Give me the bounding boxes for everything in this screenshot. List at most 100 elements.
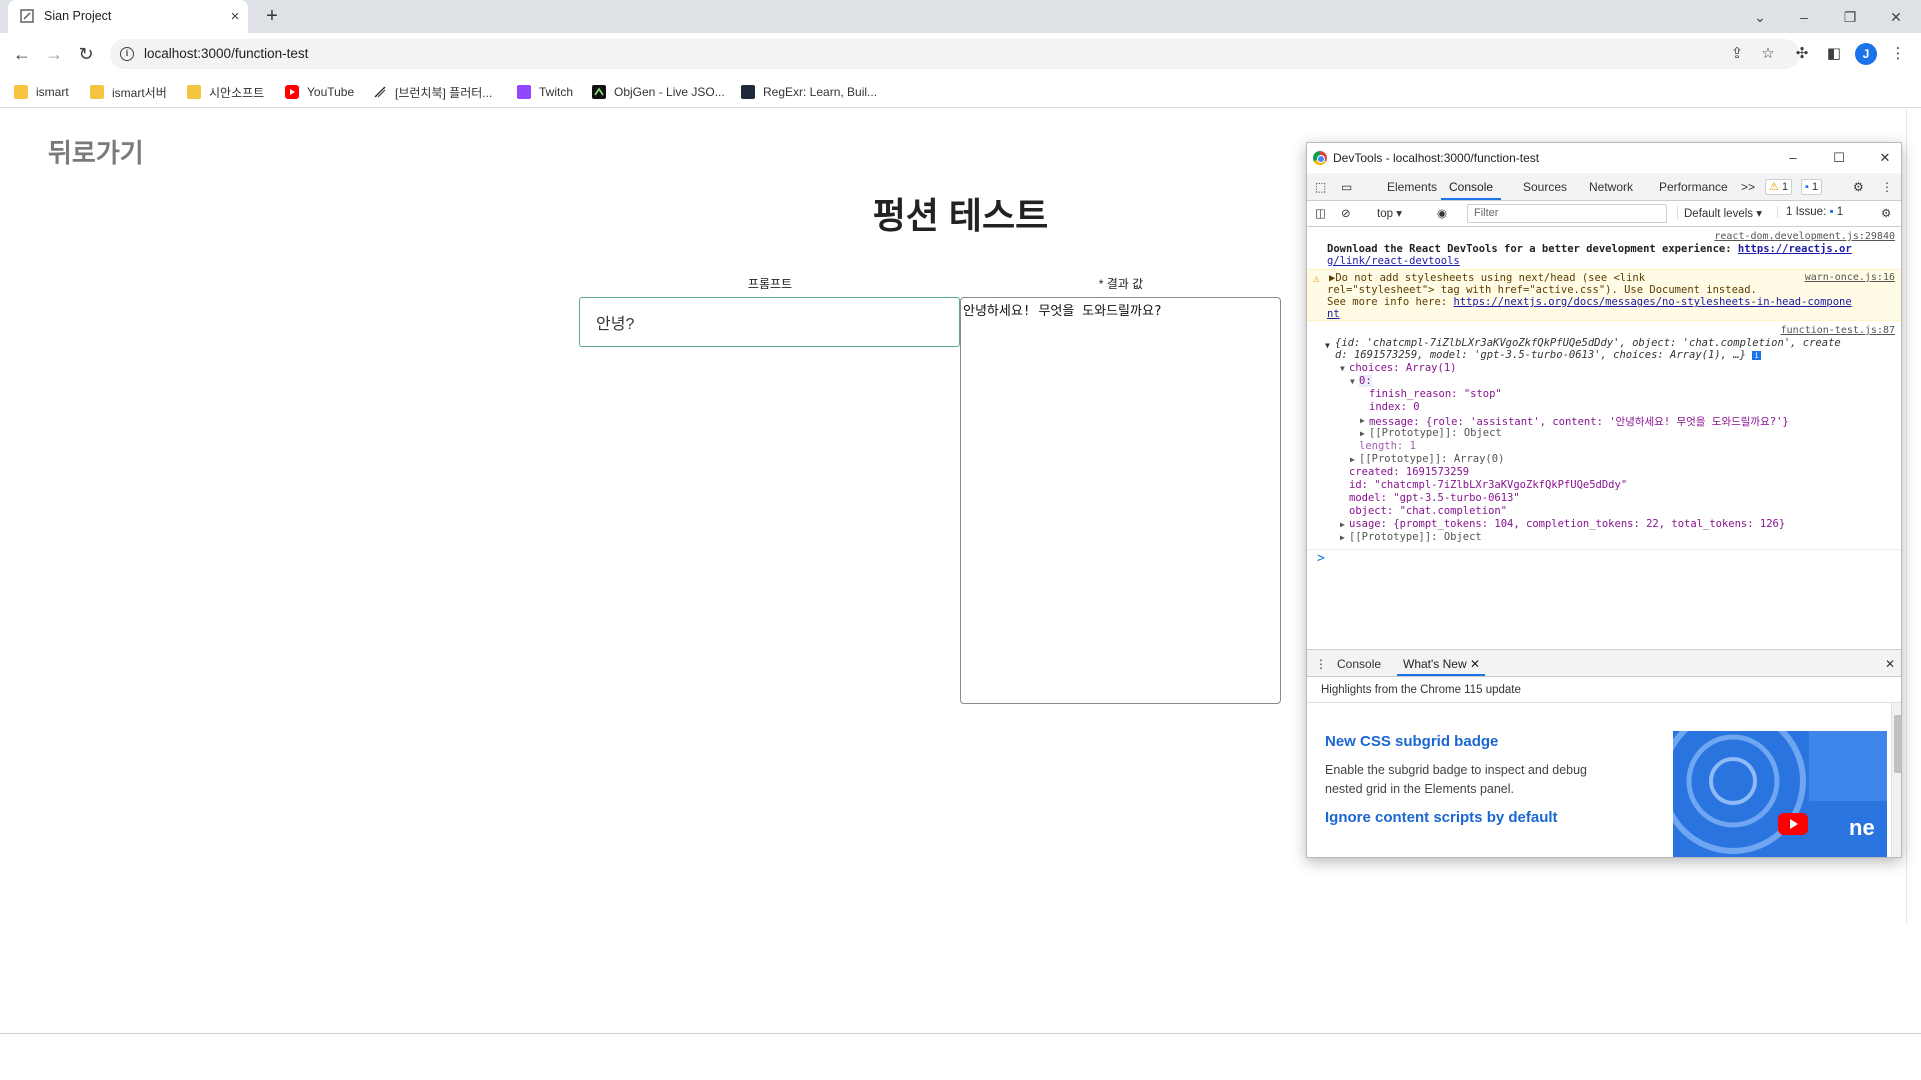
issues-button[interactable]: 1 Issue: ▪ 1 <box>1777 206 1843 218</box>
twitch-icon <box>517 85 531 99</box>
side-panel-icon[interactable]: ◧ <box>1826 45 1842 62</box>
console-link[interactable]: g/link/react-devtools <box>1327 255 1460 267</box>
tree-row[interactable]: ▶ message: {role: 'assistant', content: '… <box>1360 414 1901 429</box>
profile-avatar[interactable]: J <box>1855 43 1877 65</box>
context-select[interactable]: top ▾ <box>1377 208 1402 220</box>
extensions-icon[interactable]: ✣ <box>1795 45 1809 62</box>
youtube-play-icon[interactable] <box>1778 813 1808 835</box>
tab-sources[interactable]: Sources <box>1523 180 1568 194</box>
bookmark-youtube[interactable]: YouTube <box>285 83 354 101</box>
live-expression-eye-icon[interactable]: ◉ <box>1437 208 1448 220</box>
collapse-triangle-icon[interactable]: ▶ <box>1360 429 1365 438</box>
expand-triangle-icon[interactable]: ▼ <box>1325 341 1330 350</box>
console-divider <box>1307 549 1901 550</box>
new-tab-button[interactable]: + <box>266 5 278 27</box>
prompt-input[interactable]: 안녕? <box>579 297 960 347</box>
expand-triangle-icon[interactable]: ▼ <box>1340 364 1345 373</box>
browser-tab-active[interactable]: Sian Project × <box>8 0 248 33</box>
sidebar-toggle-icon[interactable]: ◫ <box>1315 208 1326 220</box>
bookmark-ismart[interactable]: ismart <box>14 83 69 101</box>
share-icon[interactable]: ⇪ <box>1730 45 1744 62</box>
console-line: g/link/react-devtools <box>1327 255 1901 267</box>
tree-row[interactable]: ▶[[Prototype]]: Object <box>1340 531 1901 543</box>
source-link[interactable]: function-test.js:87 <box>1780 325 1895 336</box>
expand-triangle-icon[interactable]: ▼ <box>1350 377 1355 386</box>
clear-console-icon[interactable]: ⊘ <box>1341 208 1351 220</box>
console-warning-row[interactable]: ⚠ warn-once.js:16 ▶Do not add stylesheet… <box>1307 269 1901 321</box>
tab-network[interactable]: Network <box>1589 180 1634 194</box>
devtools-window: DevTools - localhost:3000/function-test … <box>1306 142 1902 858</box>
warning-count-badge[interactable]: ⚠ 1 <box>1765 179 1793 195</box>
close-tab-icon[interactable]: ✕ <box>1469 657 1481 671</box>
tab-search-icon[interactable]: ⌄ <box>1754 9 1766 25</box>
console-settings-gear-icon[interactable]: ⚙ <box>1881 208 1892 220</box>
console-link[interactable]: nt <box>1327 308 1340 320</box>
inspect-element-icon[interactable]: ⬚ <box>1315 180 1327 194</box>
bookmark-ismart-server[interactable]: ismart서버 <box>90 83 167 101</box>
issue-icon: ▪ <box>1829 206 1834 218</box>
whats-new-item-title[interactable]: New CSS subgrid badge <box>1325 733 1499 750</box>
back-link[interactable]: 뒤로가기 <box>48 138 144 168</box>
minimize-icon[interactable]: – <box>1800 9 1808 25</box>
source-link[interactable]: warn-once.js:16 <box>1804 272 1895 283</box>
console-link[interactable]: https://nextjs.org/docs/messages/no-styl… <box>1453 296 1852 308</box>
scrollbar-thumb[interactable] <box>1894 715 1901 773</box>
more-tabs-chevron-icon[interactable]: >> <box>1741 180 1756 194</box>
result-textarea[interactable]: 안녕하세요! 무엇을 도와드릴까요? <box>960 297 1281 704</box>
source-link[interactable]: react-dom.development.js:29840 <box>1714 231 1895 242</box>
console-prompt-input[interactable]: > <box>1317 551 1325 566</box>
tree-row[interactable]: ▶[[Prototype]]: Object <box>1360 427 1901 439</box>
tab-console[interactable]: Console <box>1449 180 1494 194</box>
forward-arrow-icon[interactable]: → <box>45 44 63 64</box>
bookmark-regexr[interactable]: RegExr: Learn, Buil... <box>741 83 877 101</box>
bookmark-brunch[interactable]: [브런치북] 플러터... <box>373 83 492 101</box>
bookmark-objgen[interactable]: ObjGen - Live JSO... <box>592 83 725 101</box>
drawer-tab-console[interactable]: Console <box>1337 657 1382 671</box>
tab-title: Sian Project <box>44 9 112 23</box>
site-info-icon[interactable]: i <box>120 47 134 61</box>
message-count: 1 <box>1811 181 1819 193</box>
address-bar[interactable]: i localhost:3000/function-test ⇪ ☆ <box>110 39 1800 69</box>
restore-icon[interactable]: ❐ <box>1843 9 1857 25</box>
tree-row[interactable]: ▶usage: {prompt_tokens: 104, completion_… <box>1340 518 1901 530</box>
tree-row[interactable]: ▼choices: Array(1) <box>1340 362 1901 374</box>
message-count-badge[interactable]: ▪ 1 <box>1801 179 1823 195</box>
folder-icon <box>187 85 201 99</box>
tree-row[interactable]: ▶[[Prototype]]: Array(0) <box>1350 453 1901 465</box>
bookmark-twitch[interactable]: Twitch <box>517 83 573 101</box>
back-arrow-icon[interactable]: ← <box>13 44 31 64</box>
devtools-menu-icon[interactable]: ⋮ <box>1881 180 1893 194</box>
whats-new-item-title[interactable]: Ignore content scripts by default <box>1325 809 1558 826</box>
bookmark-siansoft[interactable]: 시안소프트 <box>187 83 264 101</box>
window-close-icon[interactable]: ✕ <box>1890 9 1902 25</box>
tab-performance[interactable]: Performance <box>1659 180 1728 194</box>
devtools-titlebar[interactable]: DevTools - localhost:3000/function-test … <box>1307 143 1901 173</box>
collapse-triangle-icon[interactable]: ▶ <box>1350 455 1355 464</box>
drawer-menu-icon[interactable]: ⋮ <box>1315 657 1327 671</box>
devtools-maximize-icon[interactable]: ☐ <box>1833 150 1845 165</box>
reload-icon[interactable]: ↻ <box>78 44 94 64</box>
info-icon[interactable]: i <box>1752 351 1762 360</box>
tab-close-icon[interactable]: × <box>230 8 240 25</box>
tree-row[interactable]: ▼0: <box>1350 375 1901 387</box>
settings-gear-icon[interactable]: ⚙ <box>1853 180 1864 194</box>
drawer-tab-whats-new[interactable]: What's New ✕ <box>1403 657 1480 671</box>
menu-kebab-icon[interactable]: ⋮ <box>1890 45 1906 62</box>
whats-new-video-thumbnail[interactable]: ne <box>1673 731 1887 857</box>
console-link[interactable]: https://reactjs.or <box>1737 243 1852 255</box>
tab-elements[interactable]: Elements <box>1387 180 1438 194</box>
log-levels-select[interactable]: Default levels ▾ <box>1677 206 1762 220</box>
object-preview-line[interactable]: ▼{id: 'chatcmpl-7iZlbLXr3aKVgoZkfQkPfUQe… <box>1325 337 1901 350</box>
collapse-triangle-icon[interactable]: ▶ <box>1360 416 1365 425</box>
whats-new-scrollbar[interactable] <box>1891 703 1901 857</box>
page-scrollbar[interactable] <box>1906 109 1921 924</box>
bookmark-star-icon[interactable]: ☆ <box>1761 45 1775 62</box>
collapse-triangle-icon[interactable]: ▶ <box>1340 533 1345 542</box>
devtools-minimize-icon[interactable]: – <box>1789 150 1797 165</box>
console-text: message: {role: 'assistant', content: '안… <box>1369 416 1789 428</box>
collapse-triangle-icon[interactable]: ▶ <box>1340 520 1345 529</box>
device-toolbar-icon[interactable]: ▭ <box>1341 180 1353 194</box>
devtools-close-icon[interactable]: ✕ <box>1879 150 1891 165</box>
console-filter-input[interactable]: Filter <box>1467 204 1667 223</box>
drawer-close-icon[interactable]: ✕ <box>1885 657 1896 671</box>
